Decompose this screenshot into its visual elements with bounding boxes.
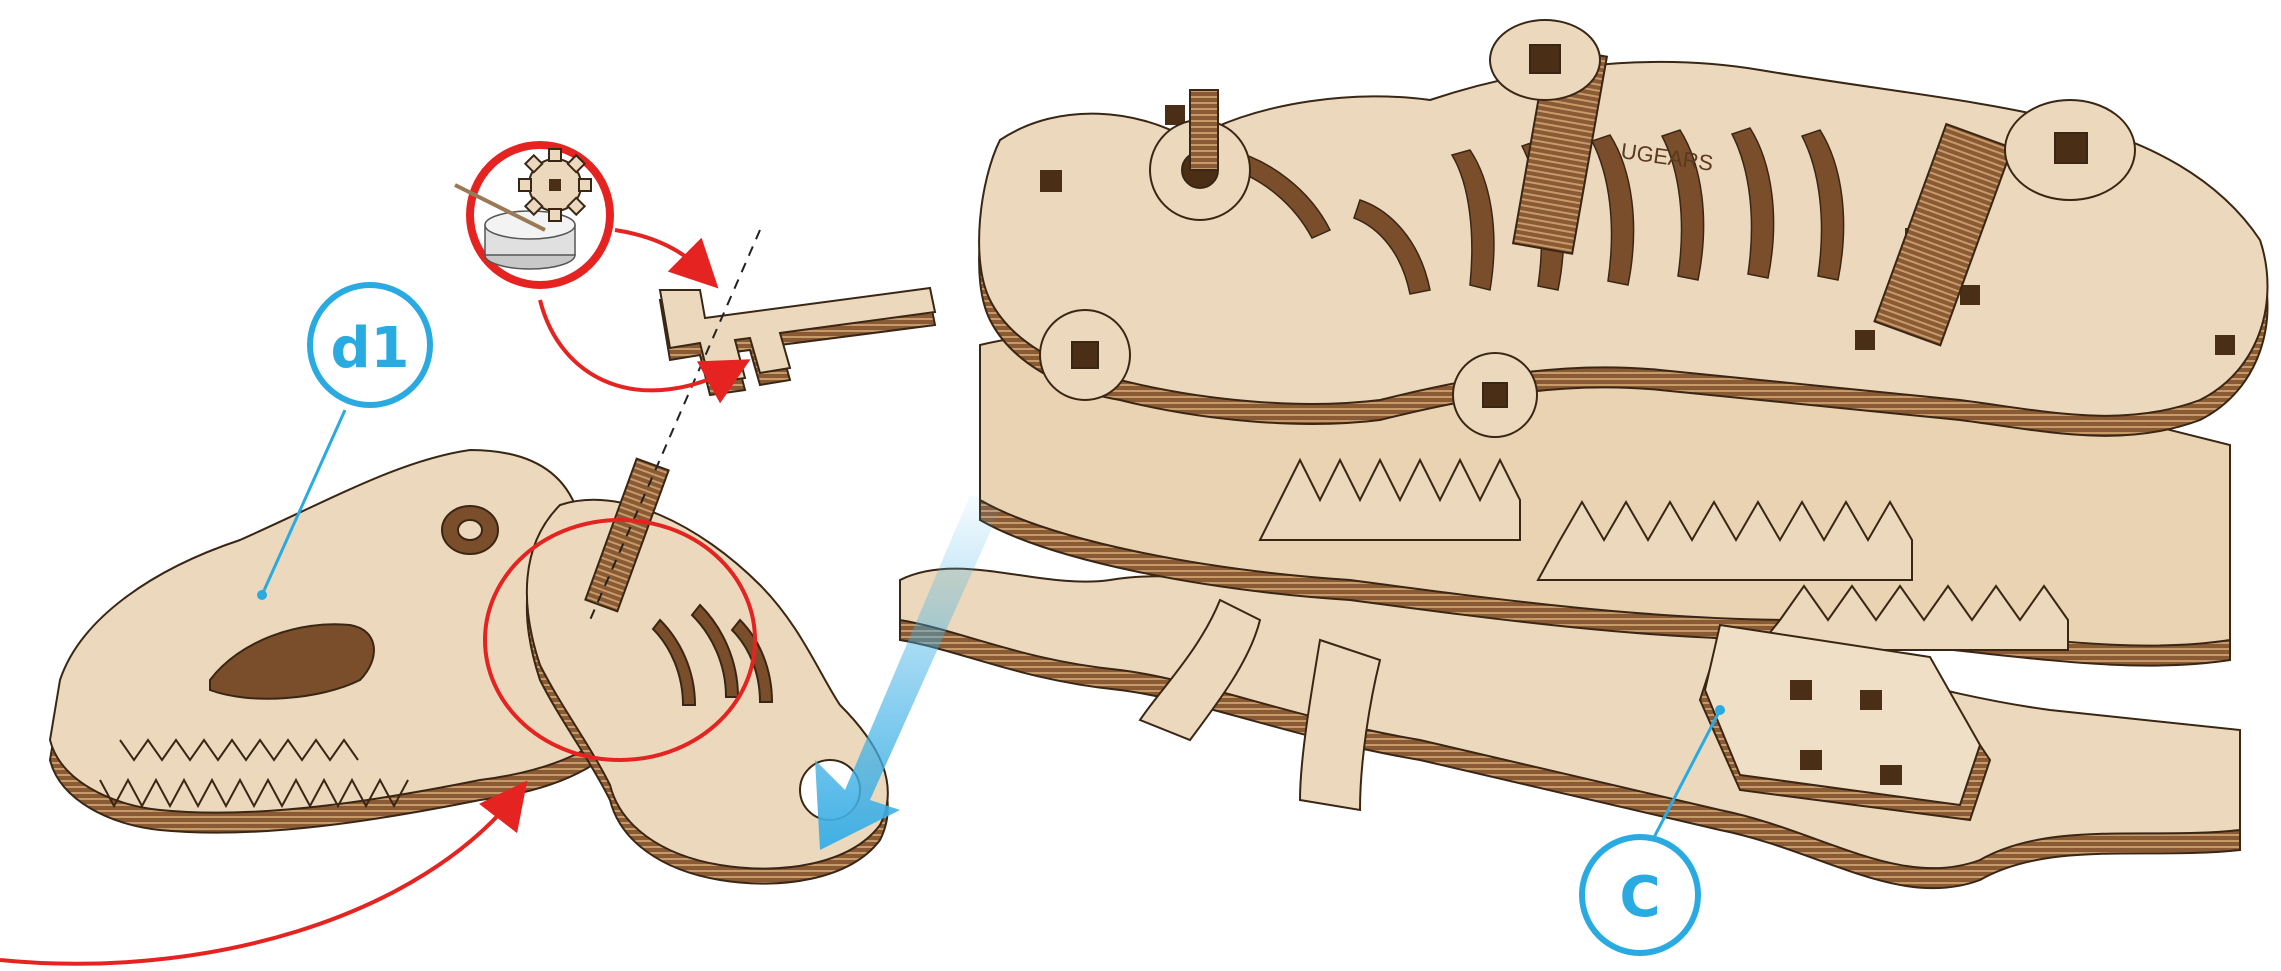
- mechanism-body: UGEARS: [900, 20, 2268, 888]
- insertion-arrow: [815, 495, 1000, 850]
- connector-plate-c: [1700, 625, 1990, 820]
- callout-d1-label: d1: [330, 316, 409, 381]
- key-piece: [660, 288, 935, 395]
- glue-pot-gear-icon: [455, 145, 610, 285]
- callout-c-label: C: [1619, 865, 1660, 930]
